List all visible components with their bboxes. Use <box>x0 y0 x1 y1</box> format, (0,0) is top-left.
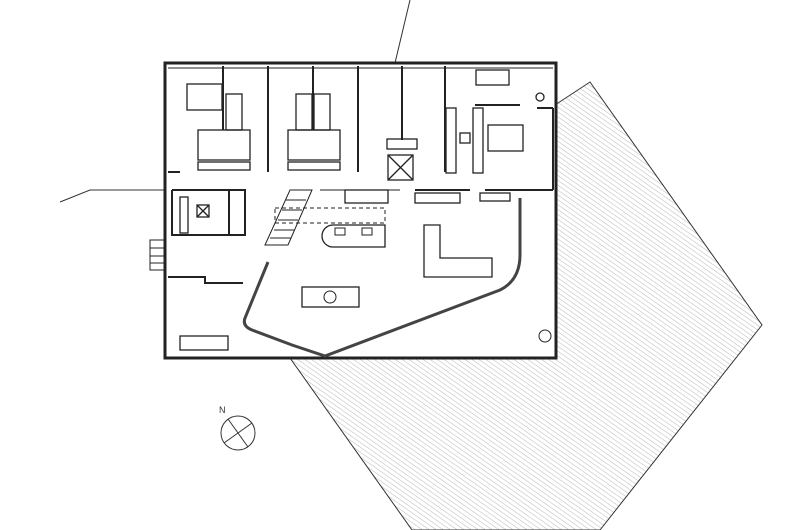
site-lines <box>59 0 411 203</box>
staircase <box>264 189 386 246</box>
north-compass-icon <box>220 415 256 451</box>
north-label: N <box>219 405 226 415</box>
building <box>149 61 558 360</box>
